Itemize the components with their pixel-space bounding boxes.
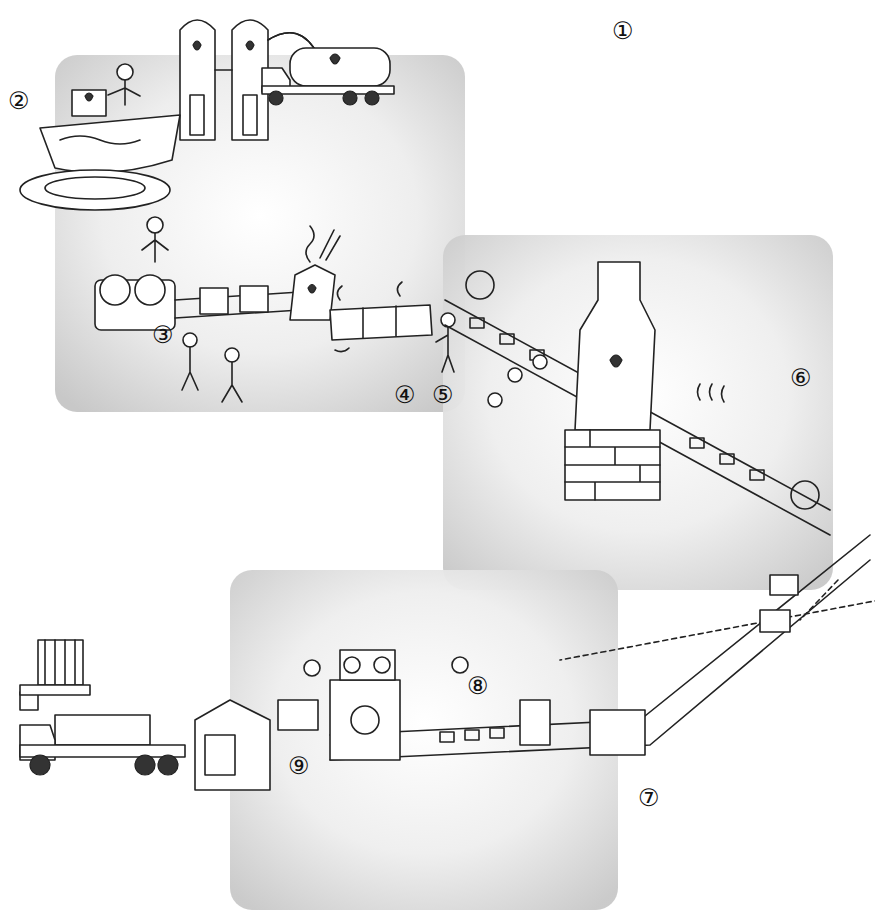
chassis xyxy=(20,745,185,757)
dough xyxy=(60,136,140,144)
callout-number: ⑧ xyxy=(467,673,489,699)
gauge xyxy=(374,657,390,673)
boxing-machine xyxy=(340,650,395,680)
mixer-bowl xyxy=(45,177,145,199)
shipping xyxy=(20,640,270,790)
logo xyxy=(85,93,93,101)
stage-panel xyxy=(443,235,833,590)
steam xyxy=(306,226,340,262)
logo xyxy=(330,54,340,64)
roller-stand xyxy=(200,288,228,314)
tank xyxy=(290,48,390,86)
silo xyxy=(180,20,215,140)
callout-number: ① xyxy=(612,18,634,44)
worker xyxy=(182,347,198,390)
worker xyxy=(488,393,502,407)
callout-number: ③ xyxy=(152,322,174,348)
steamer xyxy=(290,265,335,320)
carton xyxy=(770,575,798,595)
worker xyxy=(508,368,522,382)
truck-cargo xyxy=(38,640,83,685)
callout-number: ⑨ xyxy=(288,753,310,779)
sealing-machine xyxy=(520,700,550,745)
truck-cargo xyxy=(45,640,75,685)
worker xyxy=(452,657,468,673)
noodle-pack xyxy=(440,728,504,742)
truck-cargo xyxy=(55,715,150,745)
steam xyxy=(335,282,402,352)
cooling-fan xyxy=(466,271,494,299)
callout-number: ⑦ xyxy=(638,785,660,811)
heat xyxy=(698,384,725,402)
packing-machine xyxy=(590,710,645,755)
worker xyxy=(183,333,197,347)
gauge xyxy=(344,657,360,673)
silo-door xyxy=(190,95,204,135)
worker xyxy=(117,64,133,80)
stage-panel xyxy=(230,570,618,910)
worker xyxy=(147,217,163,233)
logo xyxy=(193,41,201,50)
packaging-line xyxy=(278,535,875,760)
worker xyxy=(441,313,455,327)
workers xyxy=(488,355,547,407)
tanker-truck xyxy=(262,48,394,105)
logo xyxy=(246,41,254,50)
conveyor xyxy=(175,292,300,318)
callout-number: ⑥ xyxy=(790,365,812,391)
roller xyxy=(135,275,165,305)
carton xyxy=(760,610,790,632)
worker xyxy=(533,355,547,369)
silo-door xyxy=(243,95,257,135)
flow-arrow xyxy=(560,580,875,660)
pipe xyxy=(215,69,232,71)
fryer-hood xyxy=(575,262,655,430)
pallet xyxy=(205,735,235,775)
logo xyxy=(610,355,622,367)
chassis xyxy=(20,685,90,695)
warehouse xyxy=(195,700,270,790)
boxing-machine xyxy=(330,680,400,760)
cutting-box xyxy=(363,306,396,338)
wheel xyxy=(365,91,379,105)
wheel xyxy=(343,91,357,105)
dough-mixer xyxy=(20,64,180,210)
flour-bag xyxy=(72,90,106,116)
frying-line xyxy=(445,262,830,535)
wheel xyxy=(30,755,50,775)
roller xyxy=(100,275,130,305)
callout-number: ④ xyxy=(394,382,416,408)
brick-base xyxy=(565,430,660,500)
worker xyxy=(108,80,140,105)
worker xyxy=(436,327,454,372)
conveyor xyxy=(330,535,870,760)
cooling-fan xyxy=(791,481,819,509)
wheel xyxy=(158,755,178,775)
callout-number: ② xyxy=(8,88,30,114)
worker xyxy=(222,362,242,402)
logo xyxy=(308,285,316,294)
carton xyxy=(278,700,318,730)
worker xyxy=(225,348,239,362)
callout-number: ⑤ xyxy=(432,382,454,408)
worker xyxy=(304,660,320,676)
rolling-line xyxy=(95,217,455,402)
mixing-trough xyxy=(40,115,180,173)
gauge xyxy=(351,706,379,734)
wheel xyxy=(269,91,283,105)
worker xyxy=(142,233,168,262)
mixer-base xyxy=(20,170,170,210)
wheel xyxy=(135,755,155,775)
roller-stand xyxy=(240,286,268,312)
cutting-box xyxy=(330,305,432,340)
brick-base xyxy=(565,430,660,500)
